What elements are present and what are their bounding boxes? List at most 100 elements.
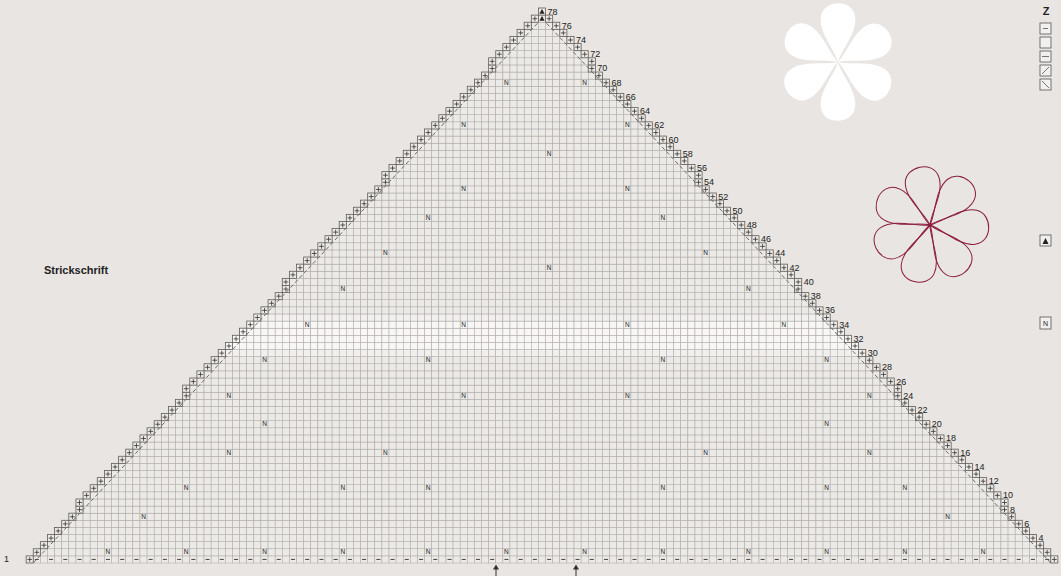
grid-cell xyxy=(154,485,161,492)
grid-cell xyxy=(645,520,652,527)
grid-cell xyxy=(674,542,681,549)
grid-cell xyxy=(346,520,353,527)
grid-cell xyxy=(261,463,268,470)
grid-cell xyxy=(346,456,353,463)
grid-cell xyxy=(453,542,460,549)
grid-cell xyxy=(503,492,510,499)
grid-cell xyxy=(795,513,802,520)
grid-cell xyxy=(496,492,503,499)
grid-cell xyxy=(553,520,560,527)
grid-cell xyxy=(403,499,410,506)
grid-cell xyxy=(972,535,979,542)
grid-cell xyxy=(688,542,695,549)
grid-cell xyxy=(417,492,424,499)
grid-cell xyxy=(417,520,424,527)
grid-cell xyxy=(517,542,524,549)
grid-cell xyxy=(126,471,133,478)
grid-cell xyxy=(951,499,958,506)
grid-cell xyxy=(531,499,538,506)
grid-cell xyxy=(304,456,311,463)
grid-cell xyxy=(439,549,446,556)
grid-cell xyxy=(261,478,268,485)
grid-cell xyxy=(617,513,624,520)
grid-cell xyxy=(482,492,489,499)
grid-cell xyxy=(254,556,261,563)
grid-cell xyxy=(282,506,289,513)
grid-cell xyxy=(112,485,119,492)
grid-cell xyxy=(311,463,318,470)
grid-cell xyxy=(417,478,424,485)
grid-cell xyxy=(716,535,723,542)
grid-cell xyxy=(76,549,83,556)
grid-cell xyxy=(368,478,375,485)
grid-cell xyxy=(759,478,766,485)
grid-cell xyxy=(225,463,232,470)
grid-cell xyxy=(631,549,638,556)
grid-cell xyxy=(859,520,866,527)
grid-cell xyxy=(780,513,787,520)
grid-cell xyxy=(624,520,631,527)
grid-cell xyxy=(1008,549,1015,556)
grid-cell xyxy=(126,499,133,506)
grid-cell xyxy=(1029,549,1036,556)
grid-cell xyxy=(361,478,368,485)
grid-cell xyxy=(610,542,617,549)
grid-cell xyxy=(503,513,510,520)
grid-cell xyxy=(716,492,723,499)
grid-cell xyxy=(339,492,346,499)
grid-cell xyxy=(517,456,524,463)
grid-cell xyxy=(346,506,353,513)
grid-cell xyxy=(546,478,553,485)
grid-cell xyxy=(873,535,880,542)
grid-cell xyxy=(901,456,908,463)
grid-cell xyxy=(147,542,154,549)
grid-cell xyxy=(496,556,503,563)
grid-cell xyxy=(389,499,396,506)
grid-cell xyxy=(332,527,339,534)
grid-cell xyxy=(232,520,239,527)
grid-cell xyxy=(410,456,417,463)
grid-cell xyxy=(852,549,859,556)
grid-cell xyxy=(866,471,873,478)
grid-cell xyxy=(880,520,887,527)
grid-cell xyxy=(745,492,752,499)
grid-cell xyxy=(254,499,261,506)
grid-cell xyxy=(453,471,460,478)
grid-cell xyxy=(161,499,168,506)
grid-cell xyxy=(731,456,738,463)
grid-cell xyxy=(311,556,318,563)
grid-cell xyxy=(972,513,979,520)
grid-cell xyxy=(816,456,823,463)
grid-cell xyxy=(602,520,609,527)
grid-cell xyxy=(247,456,254,463)
grid-cell xyxy=(908,549,915,556)
grid-cell xyxy=(474,535,481,542)
grid-cell xyxy=(531,535,538,542)
grid-cell xyxy=(965,506,972,513)
grid-cell xyxy=(304,499,311,506)
grid-cell xyxy=(702,535,709,542)
grid-cell xyxy=(460,549,467,556)
grid-cell xyxy=(524,527,531,534)
grid-cell xyxy=(567,520,574,527)
grid-cell xyxy=(602,463,609,470)
grid-cell xyxy=(510,527,517,534)
grid-cell xyxy=(944,492,951,499)
grid-cell xyxy=(923,471,930,478)
grid-cell xyxy=(496,527,503,534)
grid-cell xyxy=(453,513,460,520)
grid-cell xyxy=(154,499,161,506)
grid-cell xyxy=(965,471,972,478)
grid-cell xyxy=(795,485,802,492)
grid-cell xyxy=(517,471,524,478)
grid-cell xyxy=(282,556,289,563)
grid-cell xyxy=(297,506,304,513)
grid-cell xyxy=(375,513,382,520)
grid-cell xyxy=(916,471,923,478)
grid-cell xyxy=(681,471,688,478)
grid-cell xyxy=(496,520,503,527)
grid-cell xyxy=(709,463,716,470)
grid-cell xyxy=(225,520,232,527)
grid-cell xyxy=(738,535,745,542)
grid-cell xyxy=(339,513,346,520)
